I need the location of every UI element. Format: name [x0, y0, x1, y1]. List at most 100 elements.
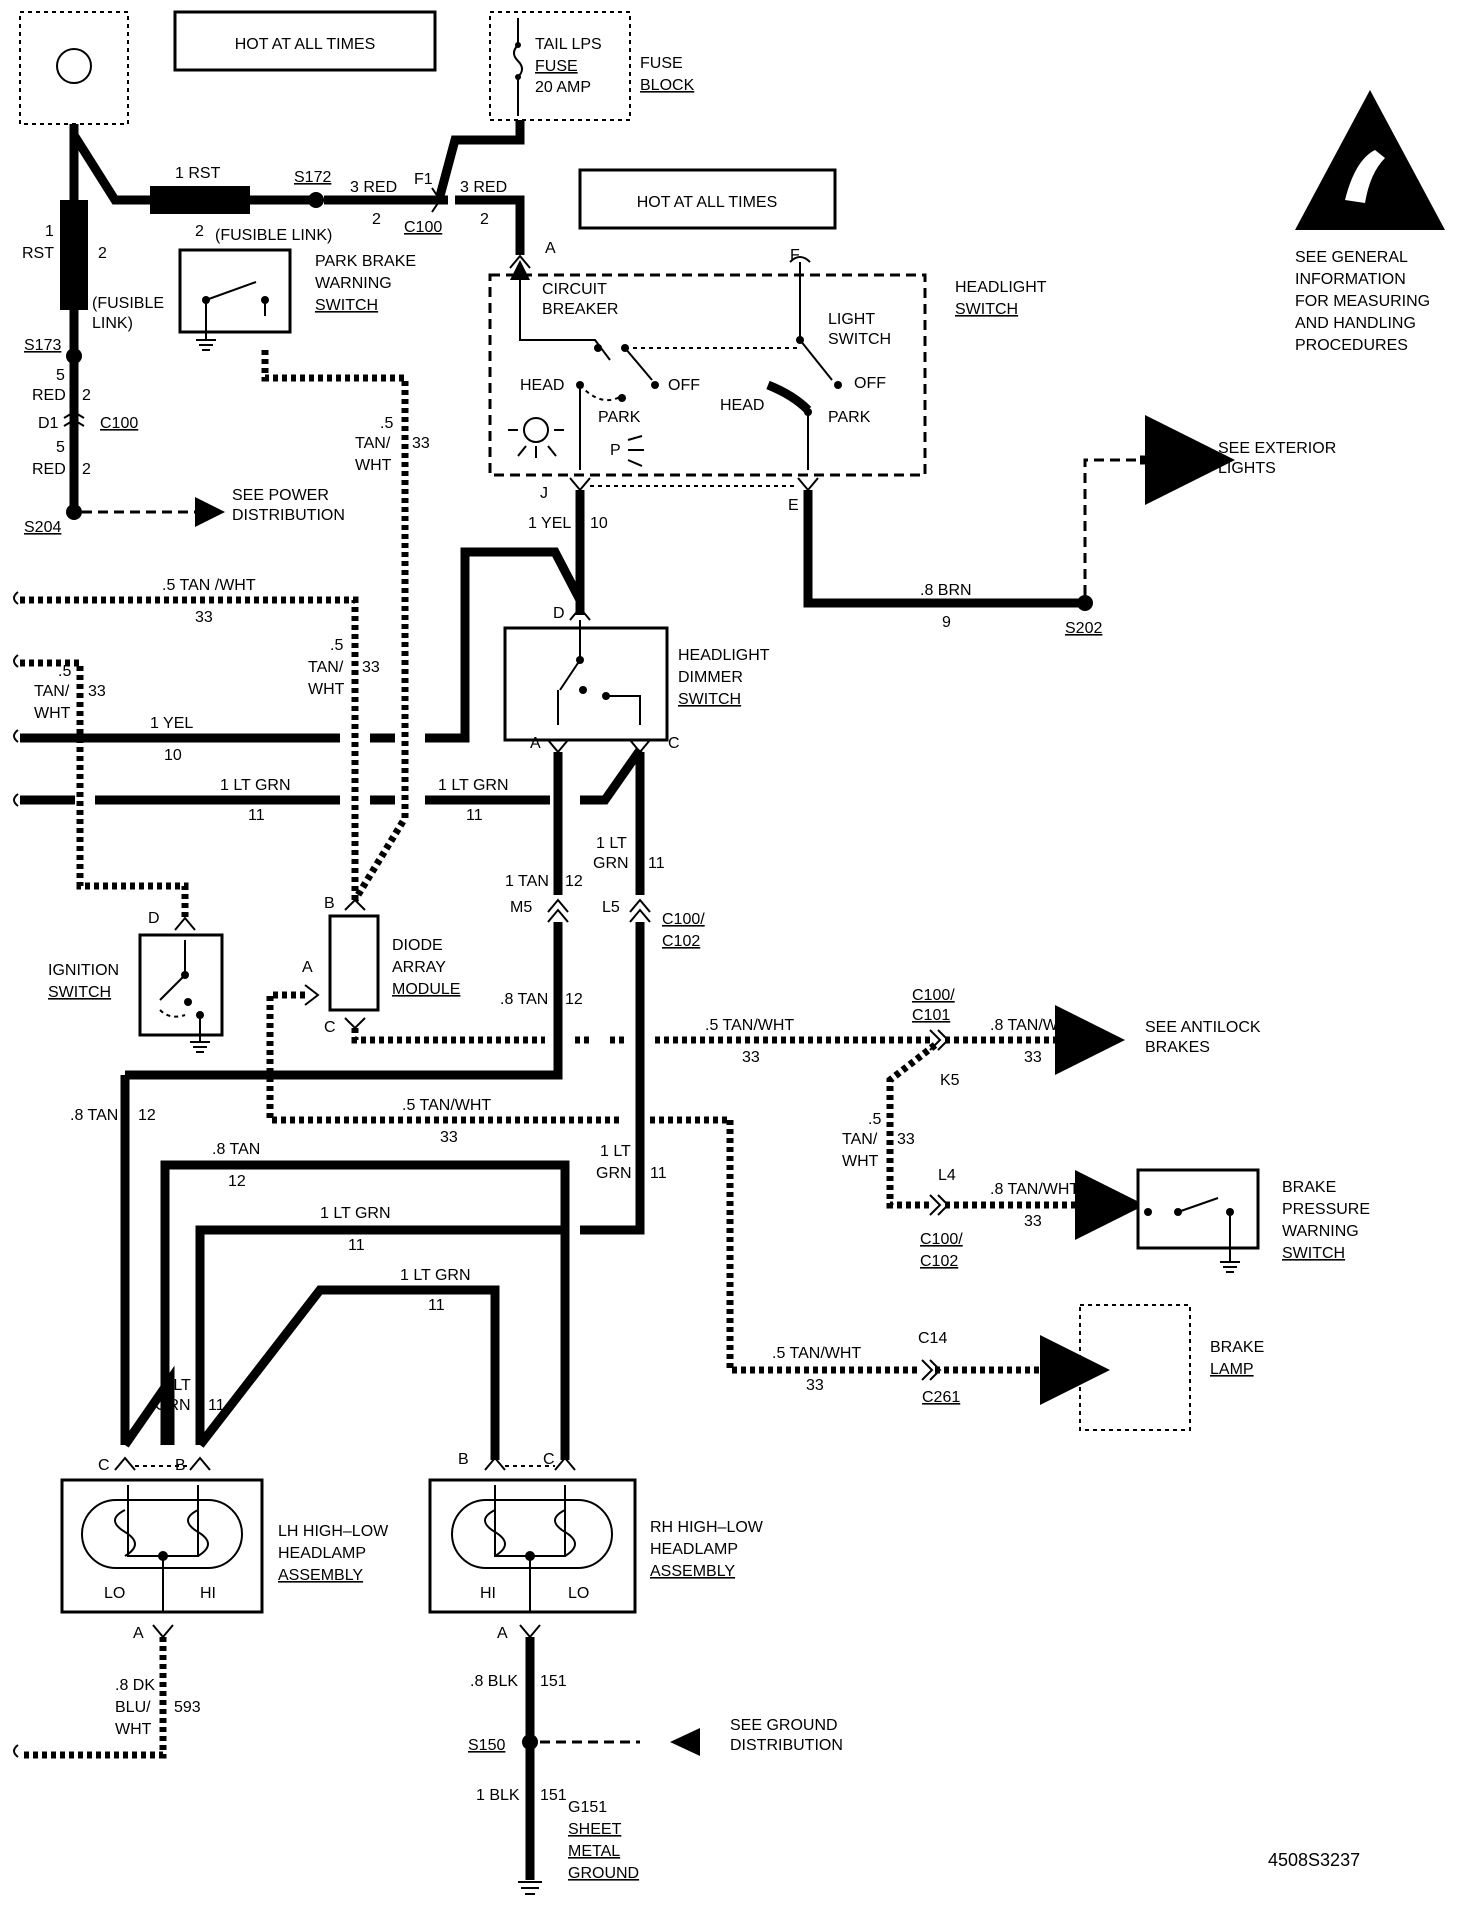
tan-left-2-label: 12: [138, 1107, 156, 1124]
fuse-name-label: TAIL LPS: [535, 36, 602, 53]
tanwht-low-2-label: 33: [440, 1129, 458, 1146]
ltgrn-v-3-label: 11: [648, 855, 665, 872]
tanwht-bl-2-label: 33: [806, 1377, 824, 1394]
tanwht-mid-1-label: .5: [330, 637, 343, 654]
rh-headlamp-assembly: HI LO B C RH HIGH–LOW HEADLAMP ASSEMBLY: [428, 1451, 764, 1614]
tanwht-mid-4-label: 33: [362, 659, 380, 676]
red5-a1-label: 5: [56, 367, 65, 384]
hs-f-label: F: [790, 247, 800, 264]
c100-c101-a-label: C100/: [912, 987, 955, 1004]
fuse-block-1-label: FUSE: [640, 55, 683, 72]
park-r-label: PARK: [828, 409, 871, 426]
ltgrn-lh-3-label: 11: [208, 1397, 225, 1414]
l4-label: L4: [938, 1167, 956, 1184]
tanwht-top-2-label: 33: [195, 609, 213, 626]
circuit-1-label: CIRCUIT: [542, 281, 607, 298]
s173-label: S173: [24, 337, 61, 354]
num2-a-label: 2: [372, 211, 381, 228]
blk-8-label: .8 BLK: [470, 1673, 518, 1690]
brn-num-label: 9: [942, 614, 951, 631]
blk-8-num-label: 151: [540, 1673, 567, 1690]
ltgrn-v2-3-label: 11: [650, 1165, 667, 1182]
ltgrn-v2-1-label: 1 LT: [600, 1143, 631, 1160]
tanwht-park-4-label: 33: [412, 435, 430, 452]
rst-v-rst-label: RST: [22, 245, 54, 262]
see-abs-2-label: BRAKES: [1145, 1039, 1210, 1056]
tanwht-left-2-label: TAN/: [34, 683, 70, 700]
ground-g151-icon: [518, 1881, 542, 1895]
rst1-2-label: 2: [195, 223, 204, 240]
c100-c102-b-label: C102: [662, 933, 700, 950]
see-abs-1-label: SEE ANTILOCK: [1145, 1019, 1261, 1036]
ltgrn-lh-1-label: 1 LT: [160, 1377, 191, 1394]
park-l-label: PARK: [598, 409, 641, 426]
s172-label: S172: [294, 169, 331, 186]
rh-1-label: RH HIGH–LOW: [650, 1519, 764, 1536]
tan-v-2-label: 12: [565, 873, 583, 890]
brake-pressure-warning-switch: BRAKE PRESSURE WARNING SWITCH: [1136, 1168, 1370, 1273]
red5-a2-label: RED: [32, 387, 66, 404]
yel-left-num-label: 10: [164, 747, 182, 764]
lh-1-label: LH HIGH–LOW: [278, 1523, 389, 1540]
light-sw-1-label: LIGHT: [828, 311, 875, 328]
tanwht-top-1-label: .5 TAN /WHT: [162, 577, 256, 594]
rh-3-label: ASSEMBLY: [650, 1563, 735, 1580]
tanwht-bp-2-label: 33: [1024, 1213, 1042, 1230]
bp-1-label: BRAKE: [1282, 1179, 1336, 1196]
diode-array-module: B A C DIODE ARRAY MODULE: [302, 895, 460, 1036]
tanwht-v-k-2-label: TAN/: [842, 1131, 878, 1148]
hs-j-label: J: [540, 485, 548, 502]
ltgrn-h3-num-label: 11: [428, 1297, 445, 1314]
hot-mid-label: HOT AT ALL TIMES: [637, 194, 778, 211]
fuse-block-2-label: BLOCK: [640, 77, 695, 94]
dam-b-label: B: [324, 895, 335, 912]
dimmer-3-label: SWITCH: [678, 691, 741, 708]
off-r-label: OFF: [854, 375, 886, 392]
bp-3-label: WARNING: [1282, 1223, 1359, 1240]
see-gnd-1-label: SEE GROUND: [730, 1717, 838, 1734]
tanwht-left-4-label: 33: [88, 683, 106, 700]
lh-lo-label: LO: [104, 1585, 125, 1602]
lh-hi-label: HI: [200, 1585, 216, 1602]
ltgrn-v-1-label: 1 LT: [596, 835, 627, 852]
c100-c102-low-a-label: C100/: [920, 1231, 963, 1248]
battery-source: [19, 11, 129, 125]
fusible-link-horizontal: [150, 186, 250, 214]
tan-8-v-num-label: 12: [565, 991, 583, 1008]
dam-a-label: A: [302, 959, 313, 976]
off-l-label: OFF: [668, 377, 700, 394]
dimmer-d-label: D: [553, 605, 565, 622]
brn-8-label: .8 BRN: [920, 582, 972, 599]
tanwht-mid-2-label: TAN/: [308, 659, 344, 676]
rh-lo-label: LO: [568, 1585, 589, 1602]
c100-left-label: C100: [100, 415, 138, 432]
c100-c102-low-b-label: C102: [920, 1253, 958, 1270]
lh-headlamp-assembly: LO HI C B LH HIGH–LOW HEADLAMP ASSEMBLY: [60, 1457, 389, 1614]
g151-3-label: METAL: [568, 1843, 620, 1860]
headlight-switch: A F CIRCUIT BREAKER HEADLIGHT SWITCH LIG…: [488, 240, 1047, 514]
tan-8-h-num-label: 12: [228, 1173, 246, 1190]
hot-top-label: HOT AT ALL TIMES: [235, 36, 376, 53]
dkblu-3-label: WHT: [115, 1721, 152, 1738]
l5-label: L5: [602, 899, 620, 916]
k5-label: K5: [940, 1072, 960, 1089]
bp-2-label: PRESSURE: [1282, 1201, 1370, 1218]
tanwht-park-1-label: .5: [380, 415, 393, 432]
tan-8-v-label: .8 TAN: [500, 991, 548, 1008]
ltgrn-h2-label: 1 LT GRN: [320, 1205, 391, 1222]
d1-label: D1: [38, 415, 59, 432]
ltgrn-v-2-label: GRN: [593, 855, 629, 872]
ltgrn-h3-label: 1 LT GRN: [400, 1267, 471, 1284]
rh-2-label: HEADLAMP: [650, 1541, 738, 1558]
see-power-2-label: DISTRIBUTION: [232, 507, 345, 524]
headlight-sw-1-label: HEADLIGHT: [955, 279, 1047, 296]
tan-v-1-label: 1 TAN: [505, 873, 549, 890]
tanwht-v-k-4-label: 33: [897, 1131, 915, 1148]
tanwht-bp-1-label: .8 TAN/WHT: [990, 1181, 1079, 1198]
dimmer-2-label: DIMMER: [678, 669, 743, 686]
fuse-amp-label: 20 AMP: [535, 79, 591, 96]
fusible-link-1-label: (FUSIBLE LINK): [215, 227, 332, 244]
dam-3-label: MODULE: [392, 981, 460, 998]
hs-a-label: A: [545, 240, 556, 257]
